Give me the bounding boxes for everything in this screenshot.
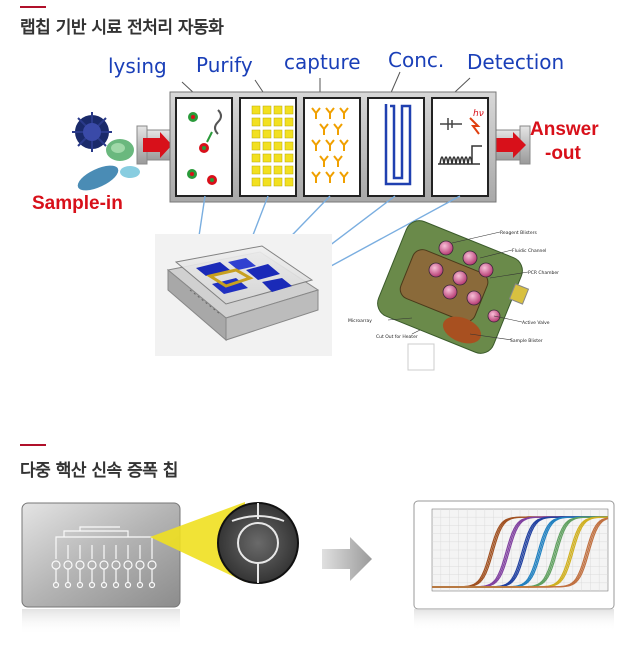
purify-bead: [284, 117, 294, 127]
chip-port: [148, 581, 156, 589]
purify-bead: [262, 141, 272, 151]
zoom-chamber: [231, 503, 285, 583]
section2-accent-bar: [20, 444, 46, 446]
purify-bead: [251, 153, 261, 163]
stage-label-conc: Conc.: [388, 48, 445, 72]
section1-accent-bar: [20, 6, 46, 8]
glass-chip-photo: [21, 502, 181, 635]
label-sample-blister: Sample Blister: [510, 338, 543, 344]
chip-port: [88, 581, 96, 589]
amplification-curve-plot: [413, 500, 615, 631]
antibody-y: [333, 123, 343, 135]
purify-bead: [273, 141, 283, 151]
stage-label-detection: Detection: [467, 50, 565, 74]
capture-antibodies-icon: [311, 107, 349, 183]
purify-bead: [251, 117, 261, 127]
amplification-diagram: [21, 500, 615, 635]
purify-bead: [262, 165, 272, 175]
answer-out-label-line1: Answer: [530, 119, 599, 140]
3d-chip-illustration: [166, 245, 320, 342]
antibody-y: [325, 139, 335, 151]
label-cut-out-heater: Cut Out for Heater: [376, 334, 418, 340]
chip-port: [112, 581, 120, 589]
chip-port: [100, 581, 108, 589]
antibody-y: [339, 107, 349, 119]
antibody-y: [339, 139, 349, 151]
purify-bead-grid: [251, 105, 294, 187]
stage-label-lysing: lysing: [108, 54, 167, 78]
purify-bead: [273, 177, 283, 187]
label-active-valve: Active Valve: [522, 320, 550, 326]
purify-bead: [251, 141, 261, 151]
antibody-y: [325, 171, 335, 183]
input-pipe: [136, 125, 176, 165]
purify-bead: [273, 117, 283, 127]
detection-icon: hν: [438, 109, 484, 165]
purify-bead: [251, 177, 261, 187]
output-pipe: [491, 125, 531, 165]
section2-title: 다중 핵산 신속 증폭 칩: [20, 461, 178, 481]
amplification-curve: [432, 517, 609, 588]
progress-arrow: [322, 537, 372, 581]
concentration-serpentine-icon: [384, 104, 412, 186]
purify-bead: [284, 141, 294, 151]
label-microarray: Microarray: [348, 318, 372, 324]
purify-bead: [273, 165, 283, 175]
diagnostic-card-illustration: Reagent Blisters Fluidic Channel PCR Cha…: [348, 220, 559, 371]
purify-bead: [284, 153, 294, 163]
label-fluidic-channel: Fluidic Channel: [512, 248, 546, 254]
hv-label: hν: [473, 109, 484, 119]
label-reagent-blisters: Reagent Blisters: [500, 230, 537, 236]
sample-cells-illustration: [72, 112, 140, 191]
antibody-y: [325, 107, 335, 119]
lysing-cells-icon: [187, 109, 222, 185]
antibody-y: [319, 123, 329, 135]
antibody-y: [311, 139, 321, 151]
purify-bead: [273, 153, 283, 163]
purify-bead: [284, 129, 294, 139]
antibody-y: [311, 107, 321, 119]
chip-port: [124, 581, 132, 589]
antibody-y: [339, 171, 349, 183]
section1-title: 랩칩 기반 시료 전처리 자동화: [20, 18, 224, 38]
purify-bead: [262, 153, 272, 163]
zoom-cone: [150, 502, 245, 582]
sample-in-label: Sample-in: [32, 193, 123, 214]
purify-bead: [251, 105, 261, 115]
chip-port: [136, 581, 144, 589]
stage-windows: [175, 97, 489, 197]
stage-label-capture: capture: [284, 50, 361, 74]
purify-bead: [262, 105, 272, 115]
antibody-y: [311, 171, 321, 183]
chip-port: [76, 581, 84, 589]
process-diagram: hν: [72, 71, 559, 371]
purify-bead: [273, 105, 283, 115]
purify-bead: [251, 165, 261, 175]
antibody-y: [319, 155, 329, 167]
chip-port: [64, 581, 72, 589]
purify-bead: [262, 177, 272, 187]
purify-bead: [251, 129, 261, 139]
purify-bead: [262, 129, 272, 139]
purify-bead: [262, 117, 272, 127]
label-pcr-chamber: PCR Chamber: [528, 270, 559, 276]
purify-bead: [284, 105, 294, 115]
chip-port: [52, 581, 60, 589]
purify-bead: [273, 129, 283, 139]
answer-out-label-line2: -out: [545, 143, 581, 164]
antibody-y: [333, 155, 343, 167]
purify-bead: [284, 177, 294, 187]
purify-bead: [284, 165, 294, 175]
stage-label-purify: Purify: [196, 53, 253, 77]
